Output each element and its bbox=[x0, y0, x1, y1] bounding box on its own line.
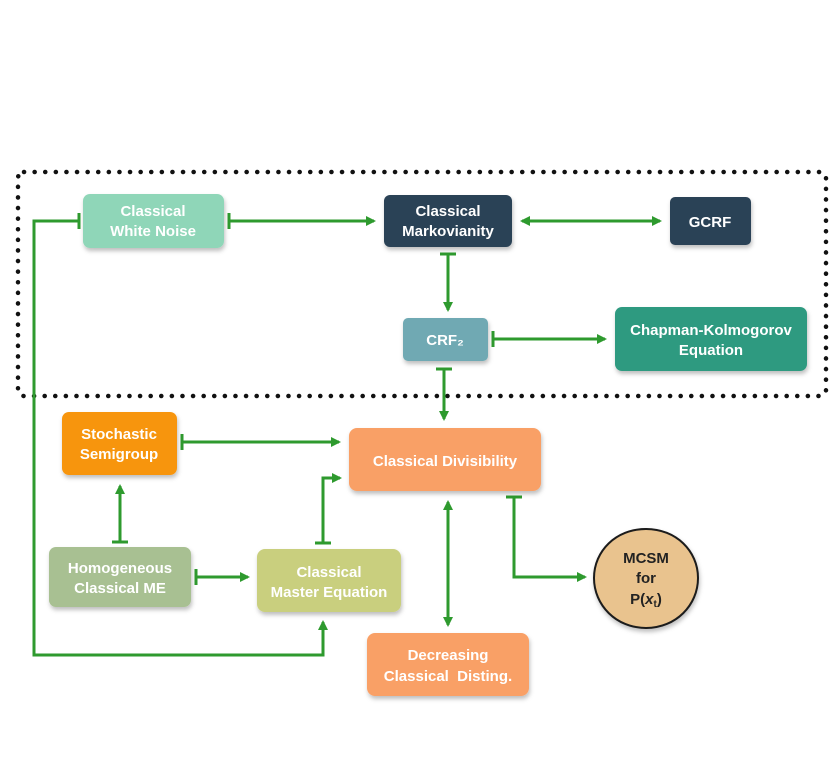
node-box bbox=[384, 195, 512, 247]
dotted-frame bbox=[15, 169, 829, 399]
edge-mastereq-divisibility bbox=[315, 473, 342, 545]
node-box bbox=[49, 547, 191, 607]
node-label-line1: Decreasing bbox=[408, 647, 489, 664]
node-decreasing-classical-disting[interactable]: Decreasing Classical Disting. bbox=[367, 633, 529, 696]
node-box bbox=[367, 633, 529, 696]
edge-crf2-chapman bbox=[491, 331, 607, 347]
node-label-line3: P(xt) bbox=[630, 591, 662, 610]
node-box bbox=[670, 197, 751, 245]
node-box bbox=[349, 428, 541, 491]
edge-homogeneous-stochastic bbox=[112, 484, 128, 544]
node-label-line1: Chapman-Kolmogorov bbox=[630, 322, 792, 339]
node-label-line1: Stochastic bbox=[81, 426, 157, 443]
node-chapman-kolmogorov[interactable]: Chapman-Kolmogorov Equation bbox=[615, 307, 807, 371]
node-classical-white-noise[interactable]: Classical White Noise bbox=[83, 194, 224, 248]
edge-divisibility-mcsm bbox=[506, 495, 587, 582]
node-label-line2: for bbox=[636, 570, 656, 587]
edge-stochastic-divisibility bbox=[180, 434, 341, 450]
node-classical-markovianity[interactable]: Classical Markovianity bbox=[384, 195, 512, 247]
node-label-line2: Markovianity bbox=[402, 223, 494, 240]
node-box bbox=[615, 307, 807, 371]
node-label-line2: Semigroup bbox=[80, 446, 158, 463]
edge-crf2-divisibility bbox=[436, 367, 452, 421]
node-label: Classical Divisibility bbox=[373, 453, 518, 470]
node-label-line2: Classical ME bbox=[74, 580, 166, 597]
node-box-squircle bbox=[592, 527, 700, 630]
node-label-line2: Master Equation bbox=[271, 584, 388, 601]
node-crf2[interactable]: CRF₂ bbox=[403, 318, 488, 361]
node-label-line1: Classical bbox=[415, 203, 480, 220]
edge-homogeneous-mastereq bbox=[194, 569, 250, 585]
node-mcsm[interactable]: MCSM for P(xt) bbox=[592, 527, 700, 630]
node-label-line2: White Noise bbox=[110, 223, 196, 240]
node-gcrf[interactable]: GCRF bbox=[670, 197, 751, 245]
edge-markovianity-crf2 bbox=[440, 252, 456, 312]
node-label-line1: MCSM bbox=[623, 550, 669, 567]
edge-whitenoise-markovianity bbox=[227, 213, 376, 229]
edge-whitenoise-mastereq bbox=[32, 213, 328, 657]
node-label: CRF₂ bbox=[426, 332, 464, 349]
node-classical-divisibility[interactable]: Classical Divisibility bbox=[349, 428, 541, 491]
node-box bbox=[257, 549, 401, 612]
node-label: GCRF bbox=[689, 214, 732, 231]
node-label-line2: Equation bbox=[679, 342, 743, 359]
node-classical-master-equation[interactable]: Classical Master Equation bbox=[257, 549, 401, 612]
node-box bbox=[403, 318, 488, 361]
node-box bbox=[62, 412, 177, 475]
node-label-line1: Classical bbox=[296, 564, 361, 581]
node-box bbox=[83, 194, 224, 248]
node-stochastic-semigroup[interactable]: Stochastic Semigroup bbox=[62, 412, 177, 475]
node-label-line1: Homogeneous bbox=[68, 560, 172, 577]
node-label-line1: Classical bbox=[120, 203, 185, 220]
node-label-line2: Classical Disting. bbox=[384, 668, 512, 685]
node-homogeneous-classical-me[interactable]: Homogeneous Classical ME bbox=[49, 547, 191, 607]
